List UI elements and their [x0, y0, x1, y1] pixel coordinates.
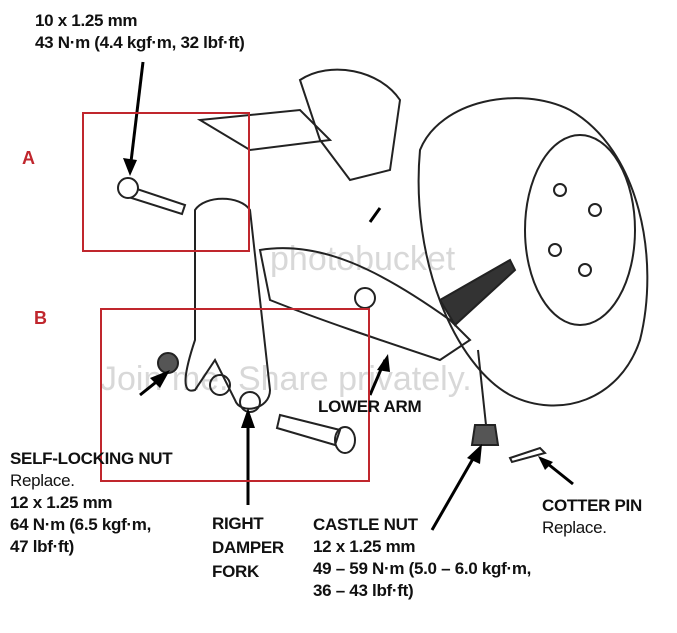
lower-arm	[258, 247, 472, 362]
marker-b: B	[34, 308, 47, 328]
damper-fork-line3: FORK	[212, 562, 259, 581]
self-locking-nut-note: Replace.	[10, 471, 75, 490]
self-locking-nut-label: SELF-LOCKING NUT Replace. 12 x 1.25 mm 6…	[10, 448, 173, 558]
castle-nut-size: 12 x 1.25 mm	[313, 537, 416, 556]
castle-nut-label: CASTLE NUT 12 x 1.25 mm 49 – 59 N·m (5.0…	[313, 514, 531, 602]
hub	[524, 134, 636, 326]
cotter-pin-note: Replace.	[542, 518, 607, 537]
caliper-arm	[438, 258, 517, 327]
highlight-box-b	[100, 308, 370, 482]
self-locking-nut-title: SELF-LOCKING NUT	[10, 449, 173, 468]
castle-nut-title: CASTLE NUT	[313, 515, 418, 534]
castle-nut-part	[470, 424, 500, 446]
highlight-box-a	[82, 112, 250, 252]
bolt-torque: 43 N·m (4.4 kgf·m, 32 lbf·ft)	[35, 33, 245, 52]
marker-a: A	[22, 148, 35, 168]
damper-fork	[184, 197, 272, 410]
cotter-pin-label: COTTER PIN Replace.	[542, 495, 642, 539]
cotter-pin-title: COTTER PIN	[542, 496, 642, 515]
self-locking-nut-torque-2: 47 lbf·ft)	[10, 537, 75, 556]
cotter-pin-part	[508, 446, 547, 464]
damper-fork-label: RIGHT DAMPER FORK	[212, 512, 284, 584]
self-locking-nut-torque-1: 64 N·m (6.5 kgf·m,	[10, 515, 152, 534]
top-bolt-spec: 10 x 1.25 mm 43 N·m (4.4 kgf·m, 32 lbf·f…	[35, 10, 245, 54]
brake-disc	[417, 97, 649, 407]
castle-nut-torque-1: 49 – 59 N·m (5.0 – 6.0 kgf·m,	[313, 559, 532, 578]
self-locking-nut-size: 12 x 1.25 mm	[10, 493, 113, 512]
damper-fork-line1: RIGHT	[212, 514, 264, 533]
castle-nut-torque-2: 36 – 43 lbf·ft)	[313, 581, 414, 600]
lower-arm-label: LOWER ARM	[318, 397, 422, 416]
bolt-size: 10 x 1.25 mm	[35, 11, 138, 30]
damper-fork-line2: DAMPER	[212, 538, 284, 557]
